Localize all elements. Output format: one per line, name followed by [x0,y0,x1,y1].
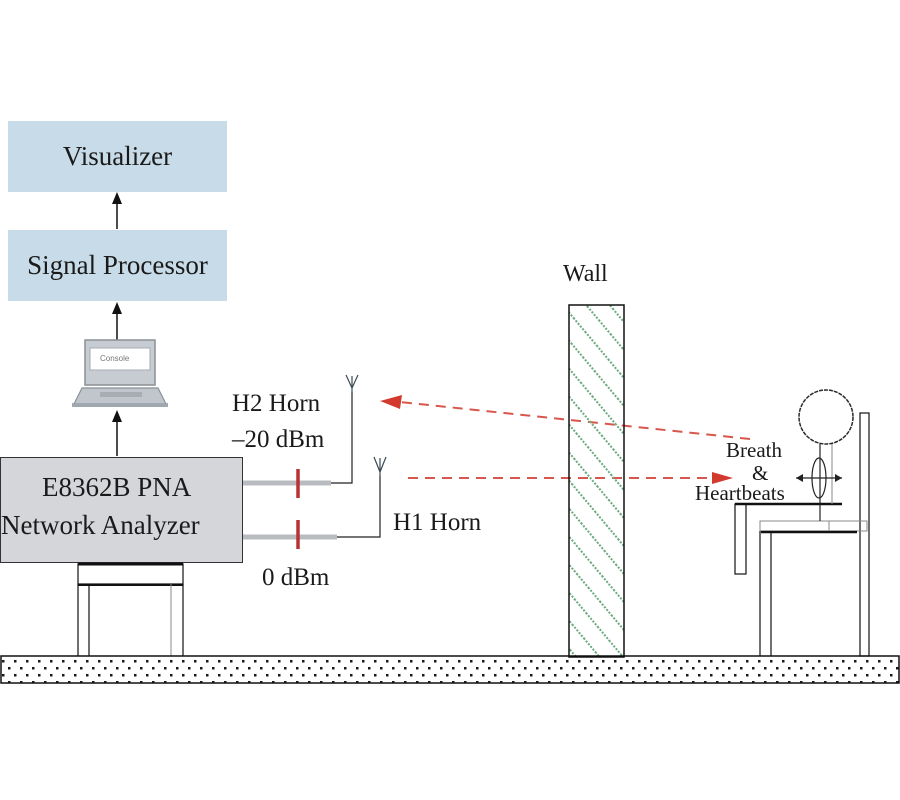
laptop-screen-text: Console [100,354,130,363]
subject-label-line1: Breath [726,438,782,462]
subject-label-line2: & [752,461,769,485]
arrow-laptop-to-processor [112,302,122,340]
analyzer-table [77,562,184,656]
floor [0,655,900,684]
h2-horn-label: H2 Horn [232,390,321,417]
h2-power-label: –20 dBm [232,426,325,453]
transmitted-signal-arrow [408,472,733,484]
visualizer-block: Visualizer [8,121,227,192]
h1-horn-label: H1 Horn [393,509,482,536]
cable-to-h1 [243,476,381,540]
reflected-signal-arrow [380,395,751,440]
signal-processor-label: Signal Processor [27,250,208,280]
h1-horn-antenna-icon [373,456,387,476]
chair [734,412,870,657]
person-figure [796,389,854,521]
person-head [798,389,854,445]
subject-label-line3: Heartbeats [695,481,785,505]
network-analyzer-label-line1: E8362B PNA [42,472,192,502]
laptop-icon [72,339,168,407]
cable-to-h2 [243,392,353,486]
visualizer-label: Visualizer [62,141,173,171]
network-analyzer-block [0,457,243,563]
h2-horn-antenna-icon [345,374,359,392]
arrow-processor-to-visualizer [112,192,122,229]
arrow-analyzer-to-laptop [112,410,122,456]
h1-power-label: 0 dBm [262,564,330,591]
signal-processor-block: Signal Processor [8,230,227,301]
network-analyzer-label-line2: Network Analyzer [1,510,200,540]
wall-label: Wall [563,261,608,287]
wall [568,304,625,658]
